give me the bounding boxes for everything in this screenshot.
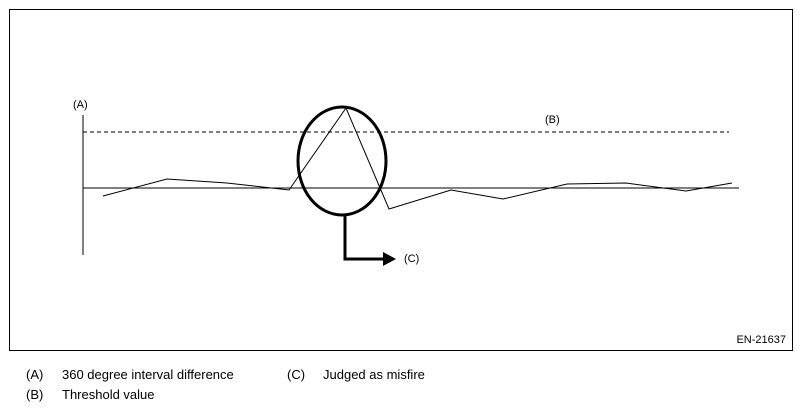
misfire-label-c: (C) — [404, 253, 419, 265]
misfire-highlight-ellipse — [296, 105, 388, 217]
legend-key: (B) — [26, 387, 44, 402]
legend-text: 360 degree interval difference — [62, 367, 234, 382]
legend-item-a: (A) 360 degree interval difference — [26, 367, 234, 382]
signal-waveform — [102, 106, 733, 210]
legend-item-b: (B) Threshold value — [26, 387, 155, 402]
axis-label-a: (A) — [73, 99, 88, 111]
figure-id: EN-21637 — [736, 334, 786, 346]
legend-key: (A) — [26, 367, 44, 382]
legend-text: Judged as misfire — [323, 367, 425, 382]
legend-text: Threshold value — [62, 387, 155, 402]
threshold-label-b: (B) — [545, 114, 560, 126]
diagram-canvas: (A) (B) (C) — [73, 99, 739, 266]
arrow-head-icon — [383, 252, 396, 266]
misfire-arrow-line — [343, 215, 385, 261]
legend-item-c: (C) Judged as misfire — [287, 367, 425, 382]
legend-key: (C) — [287, 367, 306, 382]
diagram-frame: (A) (B) (C) EN-21637 — [9, 9, 793, 351]
